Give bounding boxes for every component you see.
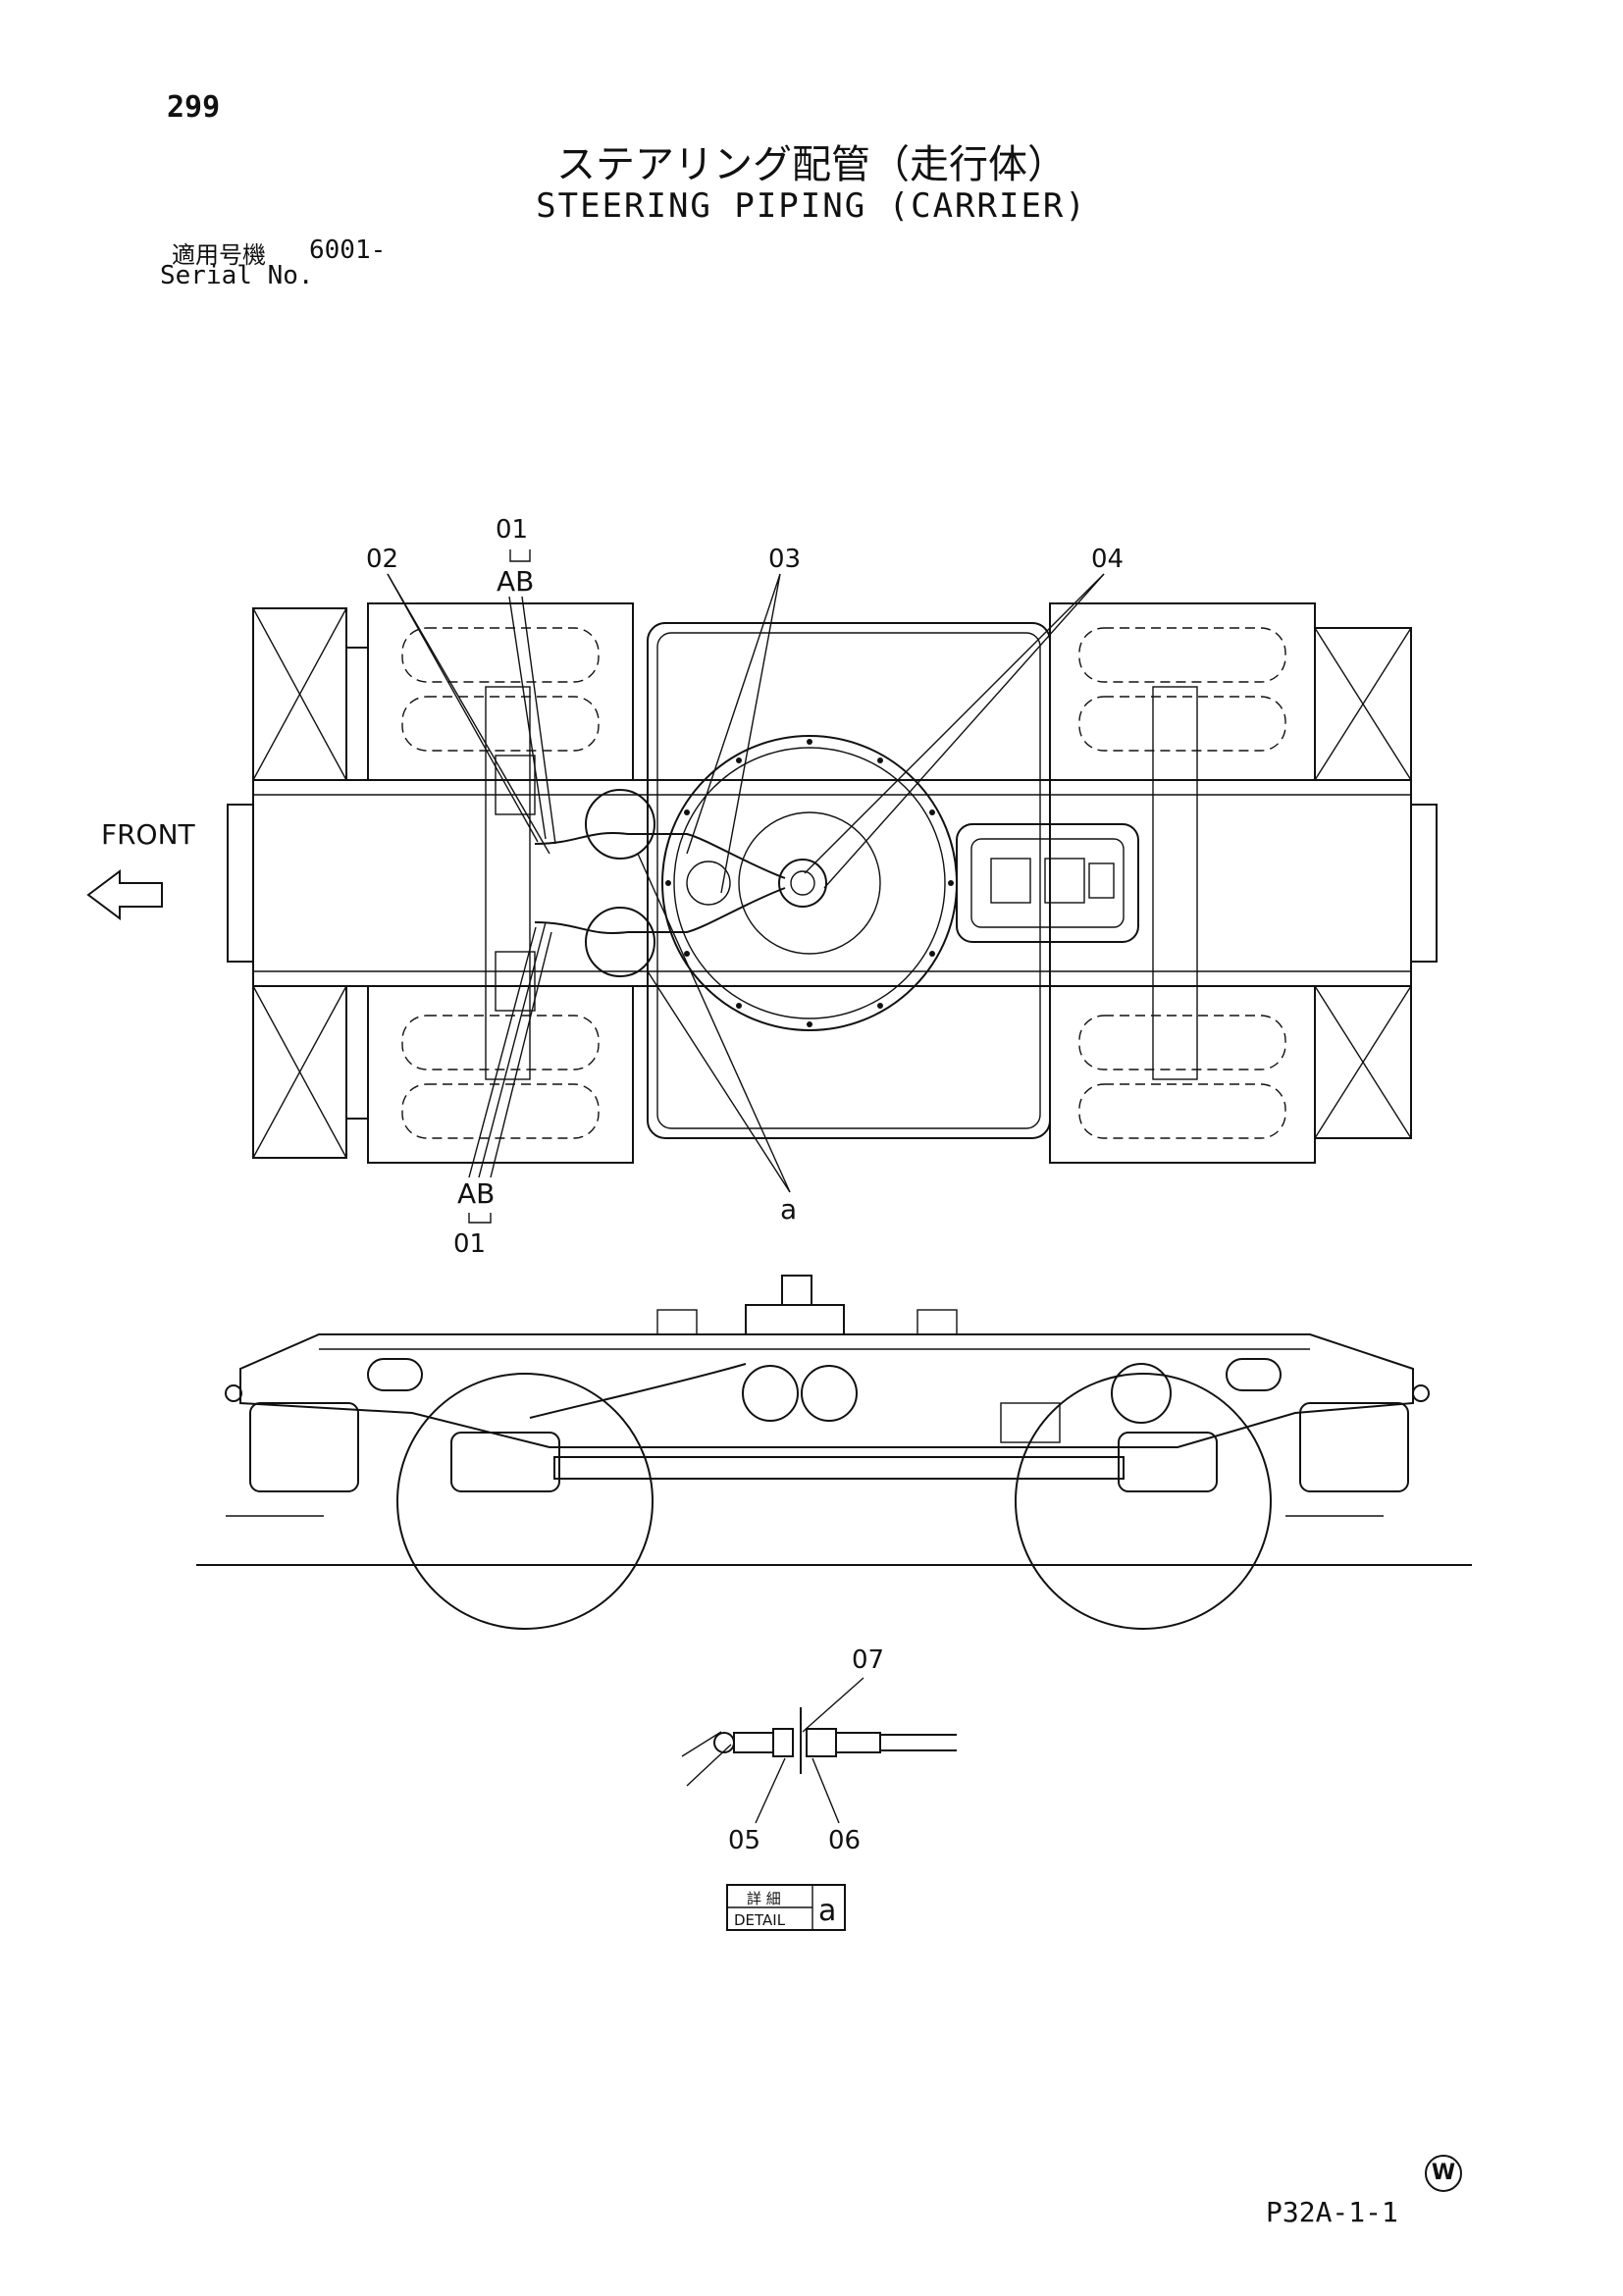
carrier-top-view <box>227 602 1438 1164</box>
frame-hole-lower <box>585 907 655 977</box>
detail-label-japanese: 詳 細 <box>747 1890 781 1907</box>
serial-label-japanese: 適用号機 <box>172 241 266 269</box>
callout-05: 05 <box>728 1826 760 1855</box>
steering-valve-bracket <box>956 823 1139 943</box>
front-arrow-icon <box>86 869 163 920</box>
frame-main-beam <box>252 779 1412 987</box>
serial-label-english: Serial No. <box>160 261 314 290</box>
side-frame-beam <box>239 1333 1414 1448</box>
detail-label-english: DETAIL <box>734 1911 786 1929</box>
callout-01-top: 01 <box>496 515 528 545</box>
document-code: P32A-1-1 <box>1266 2196 1398 2228</box>
callout-04: 04 <box>1091 545 1124 574</box>
page-title-japanese: ステアリング配管（走行体） <box>556 142 1067 187</box>
rear-axle-beam <box>1152 686 1198 1080</box>
front-axle-panel-left <box>367 602 634 781</box>
top-view-callouts: 01 AB 02 03 04 AB 01 a <box>366 515 1124 1259</box>
serial-number-value: 6001- <box>309 235 387 265</box>
detail-letter: a <box>818 1894 836 1928</box>
center-frame-tray <box>647 622 1051 1139</box>
rear-axle-panel-right <box>1049 985 1316 1164</box>
carrier-side-view <box>196 1275 1472 1630</box>
rear-wheel <box>1015 1373 1272 1630</box>
callout-ab-bottom: AB <box>457 1177 495 1210</box>
front-axle-beam <box>485 686 531 1080</box>
front-direction-indicator: FRONT <box>86 818 196 920</box>
callout-07: 07 <box>852 1645 884 1675</box>
front-label: FRONT <box>101 818 196 851</box>
callout-02: 02 <box>366 545 398 574</box>
callout-a: a <box>780 1193 797 1226</box>
steering-pipes <box>534 832 786 934</box>
detail-a-view: 07 05 06 <box>681 1645 957 1855</box>
callout-03: 03 <box>768 545 801 574</box>
front-wheel <box>396 1373 654 1630</box>
detail-a-label-box: 詳 細 DETAIL a <box>726 1884 846 1931</box>
frame-hole-upper <box>585 789 655 860</box>
callout-ab-top: AB <box>497 565 534 598</box>
page-title-english: STEERING PIPING (CARRIER) <box>536 186 1087 226</box>
page-number: 299 <box>167 90 221 125</box>
bolt-circle <box>665 739 954 1027</box>
callout-06: 06 <box>828 1826 861 1855</box>
callout-01-bottom: 01 <box>453 1229 486 1259</box>
rear-axle-panel-left <box>1049 602 1316 781</box>
front-axle-panel-right <box>367 985 634 1164</box>
w-circle-mark: W <box>1425 2155 1462 2192</box>
center-joint <box>778 859 827 908</box>
drive-shaft <box>553 1456 1125 1480</box>
